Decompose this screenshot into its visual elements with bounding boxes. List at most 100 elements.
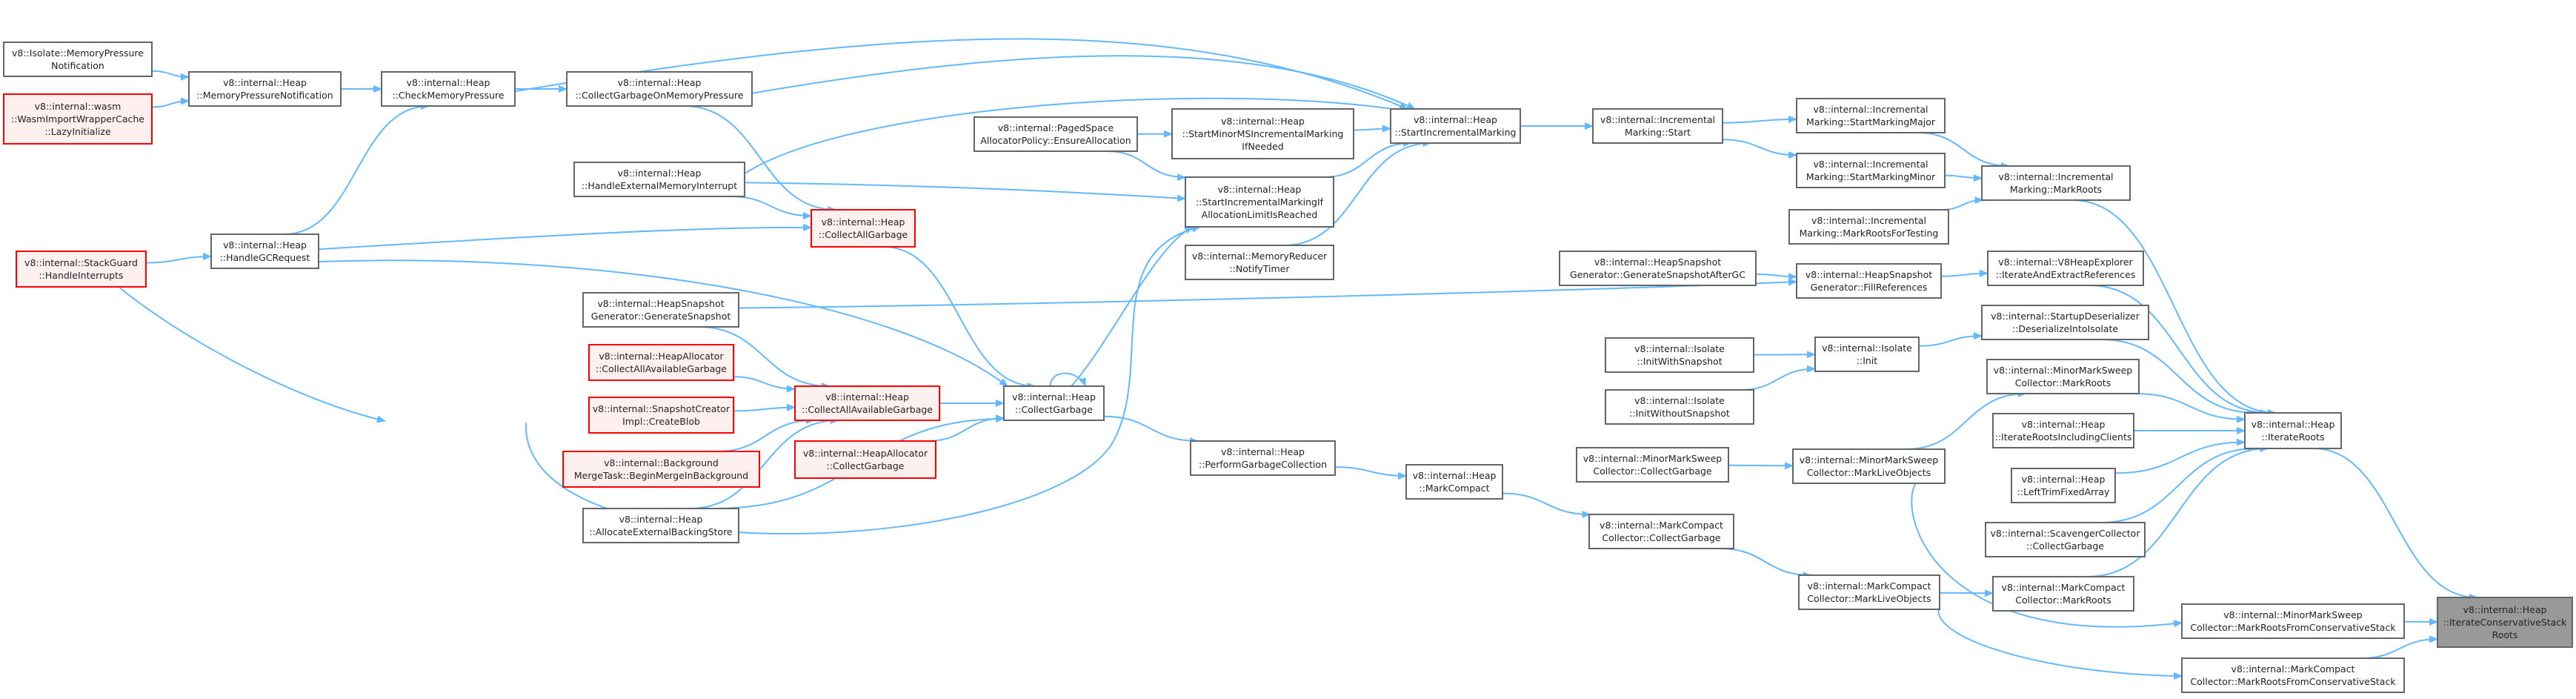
node-incmarking-markrootstesting[interactable]: v8::internal::IncrementalMarking::MarkRo… <box>1788 209 1949 245</box>
edge-n_markcompact_marklive-to-n_markcompact_markroots <box>1939 589 1994 597</box>
node-label-line: MergeTask::BeginMergeInBackground <box>574 470 748 481</box>
node-label-line: v8::internal::Heap <box>2251 419 2335 430</box>
node-heap-performgc[interactable]: v8::internal::Heap::PerformGarbageCollec… <box>1190 440 1336 476</box>
node-heap-markcompact[interactable]: v8::internal::Heap::MarkCompact <box>1405 464 1503 500</box>
node-box <box>1576 447 1729 483</box>
node-startupdeser-deserialize[interactable]: v8::internal::StartupDeserializer::Deser… <box>1981 305 2149 340</box>
node-label-line: v8::internal::Incremental <box>1600 114 1715 125</box>
node-box <box>582 508 739 543</box>
node-box <box>1992 576 2134 612</box>
node-box <box>1171 108 1354 159</box>
node-stackguard-interrupts[interactable]: v8::internal::StackGuard::HandleInterrup… <box>16 251 147 288</box>
node-box <box>3 93 153 145</box>
node-markcompact-markrootsconsstack[interactable]: v8::internal::MarkCompactCollector::Mark… <box>2181 657 2405 693</box>
node-label-line: ::LazyInitialize <box>44 126 111 137</box>
node-incmarking-markroots[interactable]: v8::internal::IncrementalMarking::MarkRo… <box>1981 165 2131 201</box>
node-v8heapexplorer-iterate[interactable]: v8::internal::V8HeapExplorer::IterateAnd… <box>1987 251 2144 286</box>
node-label-line: v8::internal::Heap <box>407 77 490 88</box>
node-minorms-markroots[interactable]: v8::internal::MinorMarkSweepCollector::M… <box>1986 359 2140 394</box>
node-label-line: v8::internal::StartupDeserializer <box>1991 311 2140 322</box>
node-minorms-markrootsconsstack[interactable]: v8::internal::MinorMarkSweepCollector::M… <box>2181 603 2405 639</box>
edge-n_snapshotcreator_blob-to-n_heap_collectallavailable <box>733 403 796 412</box>
node-heapsnapshot-aftergc[interactable]: v8::internal::HeapSnapshotGenerator::Gen… <box>1559 251 1757 286</box>
node-box <box>1003 385 1105 421</box>
node-heap-collectallavailable[interactable]: v8::internal::Heap::CollectAllAvailableG… <box>794 385 940 421</box>
edge-n_isolate_initwithoutsnap-to-n_isolate_init <box>1740 365 1816 391</box>
node-snapshotcreator-blob[interactable]: v8::internal::SnapshotCreatorImpl::Creat… <box>588 397 734 434</box>
node-label-line: Collector::MarkRoots <box>2015 377 2111 388</box>
edge-n_incmarking_startmajor-to-n_incmarking_markroots <box>1917 132 2010 170</box>
node-label-line: v8::internal::Heap <box>1413 470 1497 481</box>
edge-n_isolate_init-to-n_startupdeser_deserialize <box>1918 332 1983 347</box>
node-incmarking-startmajor[interactable]: v8::internal::IncrementalMarking::StartM… <box>1796 98 1946 133</box>
node-heap-startincmarkingif[interactable]: v8::internal::Heap::StartIncrementalMark… <box>1185 176 1334 228</box>
node-box <box>2181 603 2405 639</box>
node-box <box>2011 468 2116 503</box>
node-label-line: v8::internal::Isolate <box>1634 395 1725 406</box>
node-label-line: v8::Isolate::MemoryPressure <box>12 47 144 59</box>
node-box <box>16 251 147 288</box>
node-markcompact-markroots[interactable]: v8::internal::MarkCompactCollector::Mark… <box>1992 576 2134 612</box>
edge-n_heap_startminorms-to-n_heap_startincmarking <box>1353 125 1391 133</box>
edge-n_markcompact_markrootsconsstack-to-n_heap_iterconsstack <box>2360 635 2438 659</box>
edge-n_heap_handlegcrequest-to-n_heap_collectallgarbage <box>318 223 812 251</box>
node-label-line: v8::internal::MarkCompact <box>1808 580 1931 592</box>
node-heap-iterconsstack[interactable]: v8::internal::Heap::IterateConservativeS… <box>2437 597 2573 648</box>
edge-n_incmarking_markrootstesting-to-n_incmarking_markroots <box>1941 196 1984 211</box>
node-memreducer-notify[interactable]: v8::internal::MemoryReducer::NotifyTimer <box>1185 245 1334 280</box>
node-heap-startminorms[interactable]: v8::internal::Heap::StartMinorMSIncremen… <box>1171 108 1354 159</box>
node-box <box>566 71 753 107</box>
node-label-line: v8::internal::MinorMarkSweep <box>1994 365 2132 376</box>
node-scavenger-collectgarbage[interactable]: v8::internal::ScavengerCollector::Collec… <box>1985 522 2146 557</box>
node-label-line: ::StartMinorMSIncrementalMarking <box>1182 128 1344 139</box>
node-heap-iterrootsclients[interactable]: v8::internal::Heap::IterateRootsIncludin… <box>1992 413 2134 448</box>
node-minorms-collectgarbage[interactable]: v8::internal::MinorMarkSweepCollector::C… <box>1576 447 1729 483</box>
node-label-line: v8::internal::Incremental <box>1811 215 1926 226</box>
node-heapsnapshot-generate[interactable]: v8::internal::HeapSnapshotGenerator::Gen… <box>582 292 739 328</box>
node-label-line: Notification <box>51 60 104 71</box>
node-box <box>1985 522 2146 557</box>
node-label-line: v8::internal::HeapSnapshot <box>1805 269 1932 280</box>
node-label-line: ::InitWithoutSnapshot <box>1629 408 1730 419</box>
node-incmarking-start[interactable]: v8::internal::IncrementalMarking::Start <box>1592 108 1723 144</box>
edge-n_heapalloc_collectallavail-to-n_heap_collectallavailable <box>733 376 796 393</box>
node-pagedspace-ensurealloc[interactable]: v8::internal::PagedSpaceAllocatorPolicy:… <box>974 116 1138 152</box>
node-heap-mempressure-notif[interactable]: v8::internal::Heap::MemoryPressureNotifi… <box>188 71 342 107</box>
node-label-line: v8::internal::Heap <box>223 77 307 88</box>
node-heap-lefttrim[interactable]: v8::internal::Heap::LeftTrimFixedArray <box>2011 468 2116 503</box>
node-heap-collectallgarbage[interactable]: v8::internal::Heap::CollectAllGarbage <box>811 209 916 248</box>
edge-n_heap_startincmarkingif-to-n_heap_startincmarking <box>1323 139 1413 178</box>
node-heap-checkmempressure[interactable]: v8::internal::Heap::CheckMemoryPressure <box>381 71 516 107</box>
edge-n_heap_collectgarbage-to-n_heap_performgc <box>1103 415 1199 445</box>
node-heap-startincmarking[interactable]: v8::internal::Heap::StartIncrementalMark… <box>1390 108 1521 144</box>
node-label-line: v8::internal::wasm <box>35 101 122 112</box>
node-label-line: Collector::MarkRootsFromConservativeStac… <box>2190 622 2396 633</box>
edge-n_heapalloc_collectgarbage-to-n_heap_collectgarbage <box>927 414 1005 442</box>
node-label-line: v8::internal::ScavengerCollector <box>1991 528 2141 539</box>
node-box <box>1981 305 2149 340</box>
node-heapsnapshot-fillrefs[interactable]: v8::internal::HeapSnapshotGenerator::Fil… <box>1796 263 1942 299</box>
node-heap-collectgarbageonmem[interactable]: v8::internal::Heap::CollectGarbageOnMemo… <box>566 71 753 107</box>
node-box <box>1987 251 2144 286</box>
node-box <box>1814 337 1920 372</box>
node-minorms-marklive[interactable]: v8::internal::MinorMarkSweepCollector::M… <box>1792 448 1946 484</box>
node-isolate-initwithoutsnap[interactable]: v8::internal::Isolate::InitWithoutSnapsh… <box>1605 389 1754 425</box>
node-heap-handleextmem[interactable]: v8::internal::Heap::HandleExternalMemory… <box>573 162 745 197</box>
edge-n_incmarking_startminor-to-n_incmarking_markroots <box>1944 174 1983 182</box>
node-heap-handlegcrequest[interactable]: v8::internal::Heap::HandleGCRequest <box>210 233 319 269</box>
node-markcompact-collectgarbage[interactable]: v8::internal::MarkCompactCollector::Coll… <box>1588 514 1734 549</box>
node-heapalloc-collectgarbage[interactable]: v8::internal::HeapAllocator::CollectGarb… <box>794 440 936 479</box>
node-heap-iterateroots[interactable]: v8::internal::Heap::IterateRoots <box>2244 412 2342 449</box>
node-wasm-lazyinit[interactable]: v8::internal::wasm::WasmImportWrapperCac… <box>3 93 153 145</box>
node-isolate-mempressure[interactable]: v8::Isolate::MemoryPressureNotification <box>3 42 153 77</box>
node-incmarking-startminor[interactable]: v8::internal::IncrementalMarking::StartM… <box>1796 153 1946 188</box>
node-markcompact-marklive[interactable]: v8::internal::MarkCompactCollector::Mark… <box>1798 574 1940 610</box>
node-heapalloc-collectallavail[interactable]: v8::internal::HeapAllocator::CollectAllA… <box>588 344 734 381</box>
node-label-line: Collector::CollectGarbage <box>1593 466 1712 477</box>
edge-n_heapsnapshot_aftergc-to-n_heapsnapshot_fillrefs <box>1755 273 1797 281</box>
node-bgmerge-begin[interactable]: v8::internal::BackgroundMergeTask::Begin… <box>562 451 760 488</box>
node-isolate-init[interactable]: v8::internal::Isolate::Init <box>1814 337 1920 372</box>
node-heap-allocextbacking[interactable]: v8::internal::Heap::AllocateExternalBack… <box>582 508 739 543</box>
node-heap-collectgarbage[interactable]: v8::internal::Heap::CollectGarbage <box>1003 385 1105 421</box>
node-isolate-initwithsnap[interactable]: v8::internal::Isolate::InitWithSnapshot <box>1605 337 1754 373</box>
